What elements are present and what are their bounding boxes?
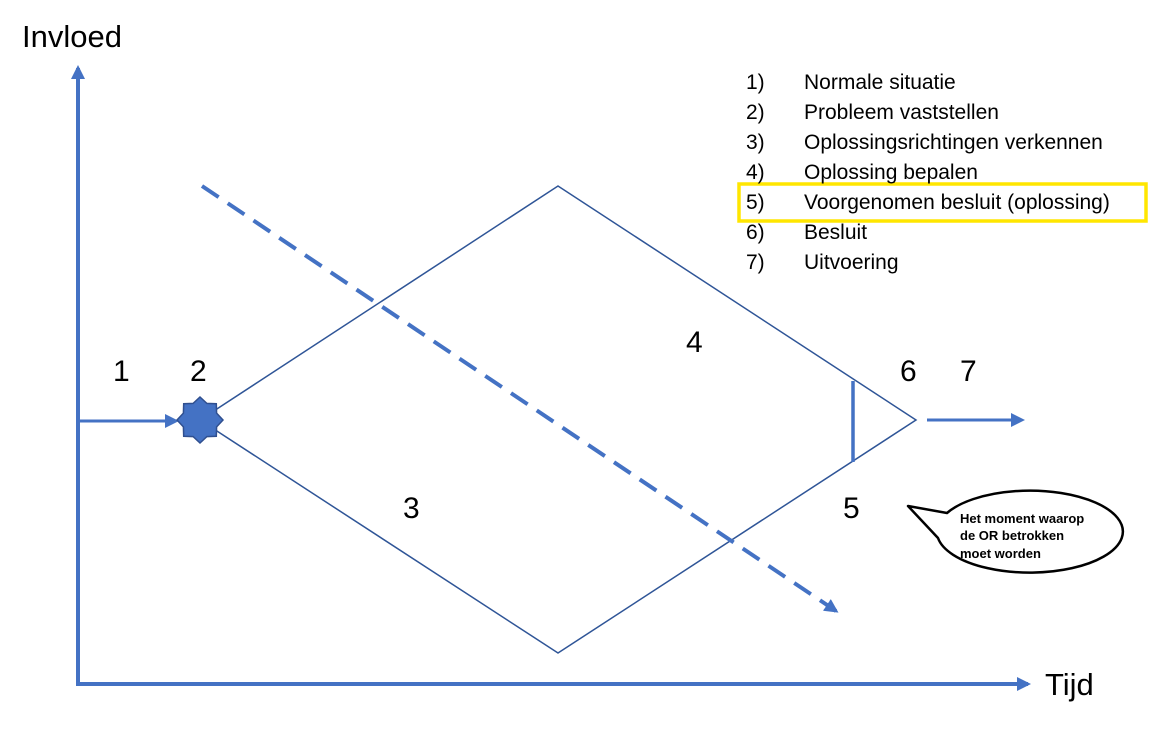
phase-number-2: 2: [190, 355, 207, 388]
callout-line-3: moet worden: [960, 546, 1041, 561]
legend-index: 6): [746, 221, 765, 244]
x-axis-label: Tijd: [1045, 667, 1094, 702]
dashed-influence-arrow: [200, 184, 839, 613]
phase-number-6: 6: [900, 355, 917, 388]
legend-index: 3): [746, 131, 765, 154]
phase-number-1: 1: [113, 355, 130, 388]
callout-line-1: Het moment waarop: [960, 511, 1084, 526]
callout-line-2: de OR betrokken: [960, 528, 1064, 543]
phase-number-5: 5: [843, 492, 860, 525]
y-axis-label: Invloed: [22, 19, 122, 54]
legend-label: Oplossing bepalen: [804, 161, 978, 184]
callout-shape: [906, 489, 1125, 574]
legend-label: Probleem vaststellen: [804, 101, 999, 124]
legend-index: 2): [746, 101, 765, 124]
legend-index: 4): [746, 161, 765, 184]
diamond-shape: [198, 185, 918, 654]
legend-label: Voorgenomen besluit (oplossing): [804, 191, 1110, 214]
legend: 1) Normale situatie 2) Probleem vaststel…: [737, 71, 1148, 274]
legend-index: 5): [746, 191, 765, 214]
phase-number-3: 3: [403, 492, 420, 525]
legend-index: 7): [746, 251, 765, 274]
legend-label: Uitvoering: [804, 251, 899, 274]
legend-label: Normale situatie: [804, 71, 956, 94]
legend-highlight-box: [737, 182, 1148, 223]
callout-bubble: Het moment waarop de OR betrokken moet w…: [906, 489, 1125, 574]
star-icon: [175, 395, 225, 445]
phase-number-7: 7: [960, 355, 977, 388]
legend-label: Besluit: [804, 221, 867, 244]
legend-label: Oplossingsrichtingen verkennen: [804, 131, 1103, 154]
legend-index: 1): [746, 71, 765, 94]
phase-number-4: 4: [686, 326, 703, 359]
